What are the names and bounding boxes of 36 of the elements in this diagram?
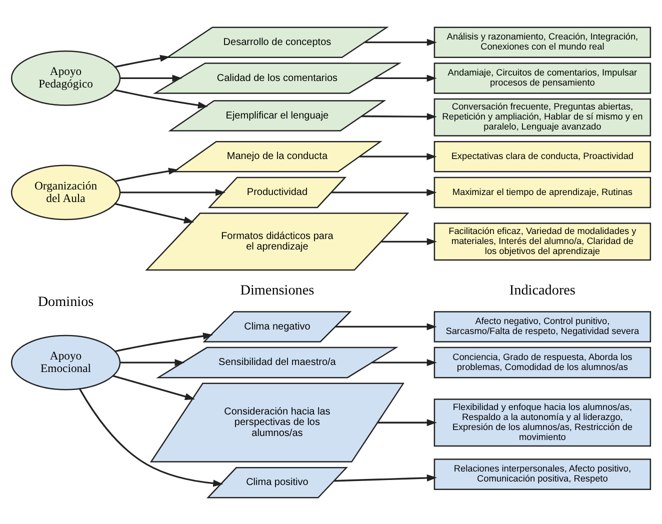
arrow bbox=[115, 332, 214, 352]
label: Indicadores bbox=[509, 282, 576, 298]
label: Dimensiones bbox=[240, 282, 314, 298]
arrow bbox=[115, 167, 179, 182]
arrow bbox=[372, 358, 437, 366]
arrow bbox=[360, 152, 437, 160]
node-box: Andamiaje, Circuitos de comentarios, Impulsar procesos de pensamiento bbox=[434, 62, 652, 94]
node-box: Conciencia, Grado de respuesta, Aborda los problemas, Comodidad de los alumnos/as bbox=[434, 346, 652, 378]
arrow bbox=[364, 38, 437, 46]
node-box: Relaciones interpersonales, Afecto positivo, Comunicación positiva, Respeto bbox=[434, 458, 652, 490]
node-box: Análisis y razonamiento, Creación, Integración, Conexiones con el mundo real bbox=[434, 26, 652, 58]
arrow bbox=[331, 188, 437, 196]
node-ellipse: Organización del Aula bbox=[10, 164, 121, 220]
node-box: Conversación frecuente, Preguntas abiertas, Repetición y ampliación, Hablar de sí mismo y en paralelo, Lenguaje avanzado bbox=[434, 98, 652, 136]
arrow bbox=[114, 88, 208, 108]
node-box: Flexibilidad y enfoque hacia los alumnos/as, Respaldo a la autonomía y al liderazgo, Expresión de los alumnos/as, Restricción de movimiento bbox=[434, 398, 652, 446]
arrow bbox=[378, 418, 437, 426]
arrow bbox=[120, 358, 185, 366]
label: Dominios bbox=[38, 293, 94, 310]
node-box: Expectativas clara de conducta, Proactividad bbox=[434, 140, 652, 172]
arrow bbox=[120, 74, 182, 82]
arrow bbox=[114, 202, 194, 223]
arrow bbox=[78, 388, 224, 486]
arrow bbox=[336, 322, 437, 330]
arrow bbox=[374, 74, 437, 82]
node-ellipse: Apoyo Pedagógico bbox=[10, 50, 121, 106]
arrow bbox=[381, 238, 437, 245]
arrow bbox=[112, 374, 196, 400]
arrow bbox=[115, 54, 170, 68]
node-box: Afecto negativo, Control punitivo, Sarcasmo/Falta de respeto, Negatividad severa bbox=[434, 310, 652, 342]
arrow bbox=[362, 112, 437, 120]
arrow bbox=[334, 474, 437, 482]
node-box: Maximizar el tiempo de aprendizaje, Rutinas bbox=[434, 176, 652, 208]
node-box: Facilitación eficaz, Variedad de modalidades y materiales, Interés del alumno/a, Claridad de los objetivos del aprendizaje bbox=[434, 222, 652, 260]
node-ellipse: Apoyo Emocional bbox=[10, 334, 121, 390]
arrow bbox=[120, 188, 226, 196]
